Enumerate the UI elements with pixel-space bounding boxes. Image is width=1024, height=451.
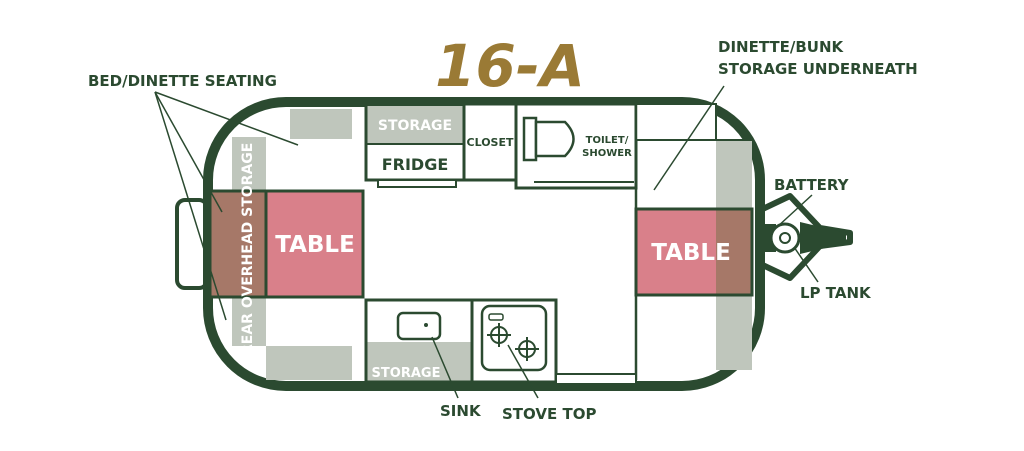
table-left — [264, 189, 365, 299]
toilet-label-line2: SHOWER — [582, 148, 632, 159]
storage-top — [366, 106, 464, 144]
sink-label: SINK — [440, 402, 482, 420]
bed-dinette-seating-label: BED/DINETTE SEATING — [88, 72, 277, 90]
fridge-door — [377, 179, 457, 188]
storage-bottom — [366, 342, 472, 382]
closet — [462, 102, 518, 182]
storage-top-label: STORAGE — [378, 118, 452, 134]
stove-top-unit — [480, 304, 548, 372]
closet-label: CLOSET — [467, 136, 514, 149]
table-right-overlap — [716, 209, 752, 295]
lp-tank-icon — [769, 222, 801, 254]
model-title: 16-A — [435, 32, 585, 100]
stove-top-label: STOVE TOP — [502, 405, 596, 423]
table-right-label: TABLE — [651, 240, 731, 266]
dinette-bunk-label-line1: DINETTE/BUNK — [718, 38, 845, 56]
table-right — [636, 209, 716, 295]
fridge-label: FRIDGE — [382, 155, 449, 174]
callout-lines — [154, 85, 819, 399]
lp-tank-label: LP TANK — [800, 284, 872, 302]
interior — [208, 102, 754, 385]
toilet-icon — [534, 120, 575, 158]
toilet-label-line1: TOILET/ — [586, 135, 629, 146]
table-left-label: TABLE — [275, 232, 355, 258]
dinette-bunk-label-line2: STORAGE UNDERNEATH — [718, 60, 918, 78]
sink-basin — [396, 311, 442, 341]
battery-label: BATTERY — [774, 176, 850, 194]
rear-overhead-storage-label: REAR OVERHEAD STORAGE — [240, 143, 256, 355]
storage-bottom-label: STORAGE — [372, 366, 441, 381]
burner-icon — [487, 323, 539, 361]
hitch — [749, 193, 853, 281]
